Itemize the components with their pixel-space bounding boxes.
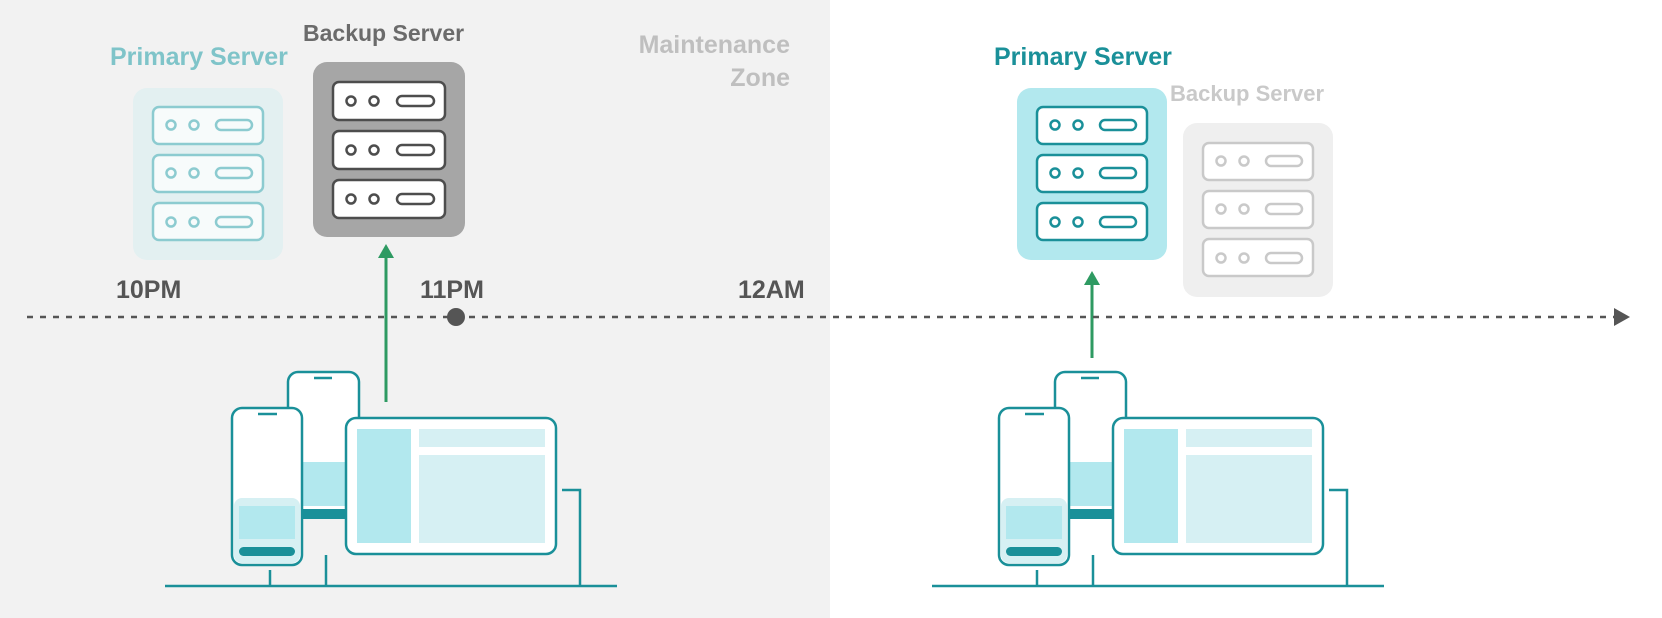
primary-server-label: Primary Server <box>110 43 288 71</box>
state-during-maintenance: Primary Server Backup Server <box>110 20 617 588</box>
time-label-10pm: 10PM <box>116 276 181 304</box>
zone-label-line2: Zone <box>730 64 790 92</box>
backup-server-label: Backup Server <box>303 20 464 46</box>
timeline-arrowhead <box>1614 308 1630 326</box>
arrow-up-icon <box>1084 271 1100 358</box>
server-rack-icon <box>1017 88 1167 260</box>
arrow-up-icon <box>378 244 394 402</box>
client-devices-icon <box>165 370 617 588</box>
server-rack-icon <box>1183 123 1333 297</box>
time-label-11pm: 11PM <box>420 276 484 304</box>
current-time-marker <box>447 308 465 326</box>
server-rack-icon <box>313 62 465 237</box>
primary-server-label: Primary Server <box>994 43 1172 71</box>
server-rack-icon <box>133 88 283 260</box>
client-devices-icon <box>932 370 1384 588</box>
time-label-12am: 12AM <box>738 276 805 304</box>
zone-label-line1: Maintenance <box>639 31 791 59</box>
timeline: 10PM 11PM 12AM <box>27 276 1630 326</box>
state-after-maintenance: Primary Server Backup Server <box>932 43 1384 588</box>
backup-server-label: Backup Server <box>1170 81 1325 106</box>
